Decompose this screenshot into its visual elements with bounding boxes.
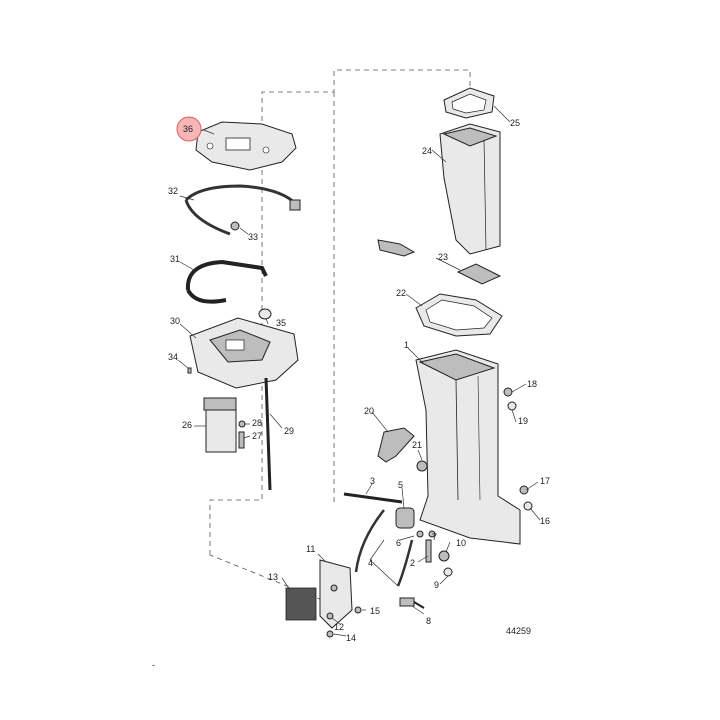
- callout-22[interactable]: 22: [396, 288, 406, 298]
- callout-17[interactable]: 17: [540, 476, 550, 486]
- part-1-driveshaft-housing[interactable]: [415, 349, 521, 545]
- part-6-washer[interactable]: [416, 530, 424, 538]
- callout-19[interactable]: 19: [518, 416, 528, 426]
- part-25-seal[interactable]: [443, 87, 495, 119]
- callout-14[interactable]: 14: [346, 633, 356, 643]
- callout-24[interactable]: 24: [422, 146, 432, 156]
- callout-13[interactable]: 13: [268, 572, 278, 582]
- part-23-tube[interactable]: [377, 239, 416, 257]
- callout-11[interactable]: 11: [306, 544, 315, 554]
- callout-20[interactable]: 20: [364, 406, 374, 416]
- callout-21[interactable]: 21: [412, 440, 422, 450]
- callout-labels: 36 32 33 31 35 30 34 26 28 27 29 25 24 2…: [168, 118, 550, 643]
- part-19-washer[interactable]: [507, 401, 517, 411]
- callout-25[interactable]: 25: [510, 118, 520, 128]
- callout-36[interactable]: 36: [183, 124, 193, 134]
- callout-2[interactable]: 2: [410, 558, 415, 568]
- callout-6[interactable]: 6: [396, 538, 401, 548]
- callout-31[interactable]: 31: [170, 254, 180, 264]
- part-12-screw[interactable]: [326, 612, 334, 620]
- callout-10[interactable]: 10: [456, 538, 466, 548]
- callout-9[interactable]: 9: [434, 580, 439, 590]
- part-10-nut[interactable]: [438, 550, 450, 562]
- part-33-screw[interactable]: [230, 221, 240, 231]
- part-18-nut[interactable]: [503, 387, 513, 397]
- callout-30[interactable]: 30: [170, 316, 180, 326]
- callout-34[interactable]: 34: [168, 352, 178, 362]
- part-26-module[interactable]: [203, 397, 237, 453]
- part-36-gasket-plate[interactable]: [195, 121, 297, 171]
- stray-mark: -: [152, 660, 155, 670]
- part-14-screw[interactable]: [326, 630, 334, 638]
- callout-16[interactable]: 16: [540, 516, 550, 526]
- part-5-bushing[interactable]: [395, 507, 415, 529]
- callout-15[interactable]: 15: [370, 606, 380, 616]
- callout-8[interactable]: 8: [426, 616, 431, 626]
- part-29-rod[interactable]: [264, 377, 272, 491]
- callout-12[interactable]: 12: [334, 622, 344, 632]
- callout-28[interactable]: 28: [252, 418, 262, 428]
- part-15-screw[interactable]: [354, 606, 362, 614]
- callout-36-highlight: [176, 116, 202, 142]
- part-30-adapter-plate[interactable]: [189, 317, 299, 389]
- callout-35[interactable]: 35: [276, 318, 286, 328]
- part-8-bolt[interactable]: [399, 597, 425, 609]
- part-21-plug[interactable]: [416, 460, 428, 472]
- part-2-stud[interactable]: [425, 539, 432, 563]
- part-31-seal-loop[interactable]: [185, 259, 268, 304]
- part-34-pin[interactable]: [187, 367, 192, 374]
- leader-lines: [177, 105, 541, 637]
- part-17-nut[interactable]: [519, 485, 529, 495]
- callout-26[interactable]: 26: [182, 420, 192, 430]
- part-3-bolt[interactable]: [343, 492, 403, 504]
- callout-33[interactable]: 33: [248, 232, 258, 242]
- callout-18[interactable]: 18: [527, 379, 537, 389]
- part-32-seal-strip[interactable]: [184, 184, 301, 236]
- part-35-cap[interactable]: [258, 308, 272, 320]
- part-22-gasket[interactable]: [415, 293, 503, 337]
- callout-3[interactable]: 3: [370, 476, 375, 486]
- part-7-screw[interactable]: [428, 530, 436, 538]
- callout-23[interactable]: 23: [438, 252, 448, 262]
- callout-1[interactable]: 1: [404, 340, 409, 350]
- part-9-washer[interactable]: [443, 567, 453, 577]
- part-24-cover[interactable]: [439, 123, 501, 255]
- callout-27[interactable]: 27: [252, 431, 262, 441]
- part-23-filter-block[interactable]: [456, 263, 502, 285]
- drawing-number: 44259: [506, 626, 531, 636]
- callout-7[interactable]: 7: [432, 532, 437, 542]
- callout-32[interactable]: 32: [168, 186, 178, 196]
- part-11-bracket[interactable]: [319, 559, 353, 629]
- part-13-grille[interactable]: [285, 587, 317, 621]
- callout-29[interactable]: 29: [284, 426, 294, 436]
- callout-4[interactable]: 4: [368, 558, 373, 568]
- part-20-tube[interactable]: [377, 427, 415, 463]
- part-4-ground-strap[interactable]: [354, 509, 414, 587]
- part-27-screw[interactable]: [238, 431, 245, 449]
- callout-5[interactable]: 5: [398, 480, 403, 490]
